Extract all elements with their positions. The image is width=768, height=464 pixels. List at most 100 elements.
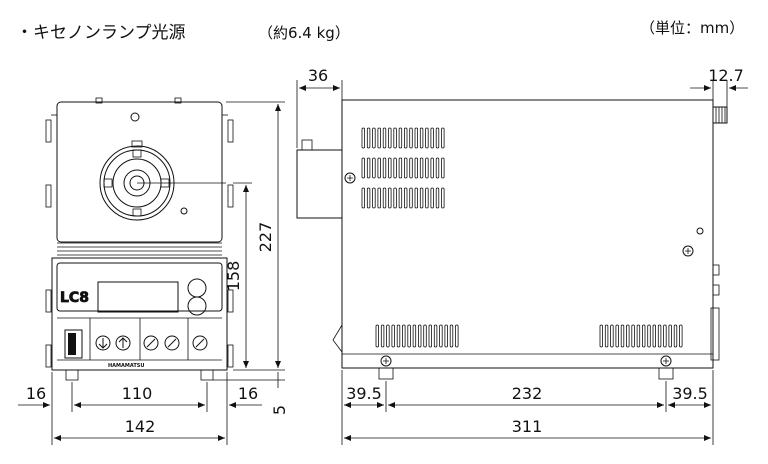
vent-slot [631,324,635,348]
side-handle [227,184,234,208]
side-view [296,99,728,380]
arrow-down-icon [98,338,108,349]
dim-protrusion: 36 [308,66,328,85]
vent-slot [366,157,371,179]
slash-button[interactable] [192,335,208,351]
vent-slot [407,324,411,348]
brand-label: HAMAMATSU [108,363,144,369]
vent-slot [444,324,448,348]
power-switch[interactable] [64,329,83,359]
vent-slot [403,157,408,179]
vent-slot [642,324,646,348]
dim-foot-right: 39.5 [672,384,708,403]
arrow-up-icon [118,337,128,348]
vent-slot [428,324,432,348]
side-handle [45,184,52,208]
percent-button[interactable] [143,335,159,351]
vent-slot [455,324,459,348]
dim-right-offset: 16 [238,384,258,403]
vent-slot [398,127,403,149]
screw-icon [660,355,672,367]
dim-foot-left: 39.5 [346,384,382,403]
weight-label: （約6.4 kg） [258,24,350,42]
foot [378,367,394,380]
foot [658,367,674,380]
front-upper-housing [56,101,223,243]
top-bump [174,97,182,104]
round-button-top[interactable] [187,278,207,298]
vent-slot [441,127,445,149]
side-handle [45,289,52,313]
vent-slot [414,157,418,179]
side-handle [227,344,234,368]
vent-slot [377,157,381,179]
lamp-output-port [99,140,226,221]
top-bump [95,97,103,104]
ramp-icon [167,338,177,348]
vent-slot [425,157,429,179]
dim-panel-height: 158 [224,261,243,292]
vent-slot [377,187,381,209]
vent-slot [409,157,413,179]
vent-slot [372,157,376,179]
vent-slot [430,187,434,209]
vent-slot [402,324,406,348]
vent-slot [393,127,397,149]
vent-slot [393,157,397,179]
down-button[interactable] [95,335,111,351]
dim-length: 311 [512,417,543,436]
vent-slot [668,324,672,348]
vent-slots [361,127,683,348]
vent-slot [388,187,392,209]
vent-slot [419,187,424,209]
vent-slot [403,127,408,149]
vent-slot [604,324,609,348]
rear-knob [712,106,728,124]
up-button[interactable] [115,335,131,351]
vent-slot [626,324,630,348]
foot [200,369,214,381]
vent-slot [449,324,454,348]
round-button-bottom[interactable] [187,296,207,316]
rear-connector [712,284,720,296]
display-bezel [56,262,223,312]
vent-slot [372,187,376,209]
dim-inner-width: 110 [122,384,153,403]
vent-slot [430,127,434,149]
front-view: LC8 HAMAMATSU [45,97,234,381]
vent-slot [435,127,440,149]
panel-logo: LC8 [60,290,89,306]
vent-slot [414,187,418,209]
ramp-button[interactable] [164,335,180,351]
vent-slot [610,324,614,348]
side-handle [227,119,234,143]
vent-slot [673,324,678,348]
vent-slot [386,324,390,348]
vent-slot [430,157,434,179]
side-dimensions: 36 12.7 39.5 232 39.5 311 [296,66,748,445]
screw-icon [344,172,356,184]
vent-slot [361,187,365,209]
protrusion-knob [301,139,313,151]
small-hole [180,207,188,215]
vent-slot [435,187,440,209]
rear-panel [710,307,720,361]
vent-slot [439,324,443,348]
power-switch-rocker [68,333,76,355]
unit-label: （単位：mm） [640,19,744,37]
vent-slot [435,157,440,179]
vent-slot [615,324,619,348]
screw-icon [380,355,392,367]
vent-slot [433,324,438,348]
vent-slot [366,187,371,209]
side-housing [341,99,714,369]
control-panel [51,257,228,371]
vent-slot [652,324,656,348]
vent-slot [393,187,397,209]
vent-slot [414,127,418,149]
rear-connector [712,264,720,276]
front-dimensions: 227 158 5 16 110 16 142 [18,101,289,445]
vent-slot [412,324,417,348]
vent-slot [647,324,651,348]
